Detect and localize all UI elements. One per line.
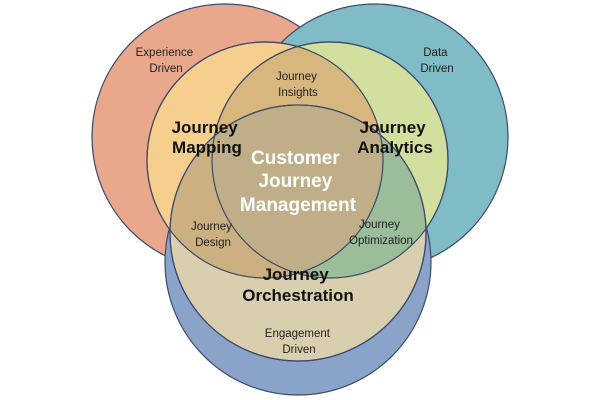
journey-design-label: Journey Design [191,221,235,249]
journey-orchestration-outline [169,104,427,362]
journey-analytics-label: Journey Analytics [357,118,433,157]
engagement-driven-label: Engagement Driven [265,328,333,356]
journey-analytics-outline [211,41,449,279]
journey-mapping-outline [146,41,384,279]
experience-driven-label: Experience Driven [136,47,197,75]
journey-mapping-label: Journey Mapping [172,118,243,157]
customer-journey-management-label: Customer Journey Management [240,148,357,216]
journey-optimization-label: Journey Optimization [349,219,413,247]
journey-insights-label: Journey Insights [276,71,320,99]
journey-orchestration-label: Journey Orchestration [242,265,353,305]
data-driven-label: Data Driven [420,47,453,75]
